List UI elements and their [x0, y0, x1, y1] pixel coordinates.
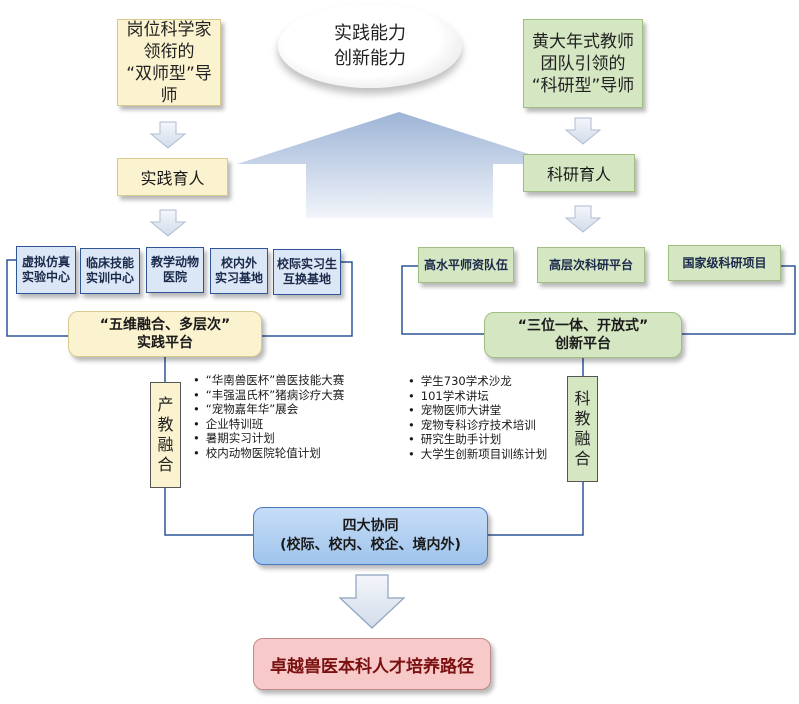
right-unit-label: 高层次科研平台 — [548, 257, 633, 272]
left-unit-teaching-hospital: 教学动物 医院 — [146, 247, 204, 293]
synergy-text: 四大协同 (校际、校内、校企、境内外) — [280, 518, 461, 553]
list-item: 大学生创新项目训练计划 — [408, 447, 568, 462]
center-oval: 实践能力 创新能力 — [278, 4, 462, 88]
final-path-box: 卓越兽医本科人才培养路径 — [253, 638, 491, 690]
list-item: 学生730学术沙龙 — [408, 374, 568, 389]
list-item: 校内动物医院轮值计划 — [193, 446, 368, 461]
left-unit-virtual-sim: 虚拟仿真 实验中心 — [16, 246, 76, 294]
left-unit-label: 校际实习生 互换基地 — [276, 257, 337, 286]
synergy-box: 四大协同 (校际、校内、校企、境内外) — [253, 507, 488, 565]
list-item: 企业特训班 — [193, 417, 368, 432]
left-unit-exchange-base: 校际实习生 互换基地 — [273, 249, 341, 295]
left-education-text: 实践育人 — [140, 169, 205, 188]
right-platform-text: “三位一体、开放式” 创新平台 — [517, 318, 649, 352]
left-integration-text: 产 教 融 合 — [157, 395, 174, 474]
right-down-arrow-1 — [564, 117, 602, 145]
right-down-arrow-2 — [564, 205, 602, 233]
left-education-box: 实践育人 — [117, 158, 228, 196]
list-item: 101学术讲坛 — [408, 389, 568, 404]
right-activity-list: 学生730学术沙龙 101学术讲坛 宠物医师大讲堂 宠物专科诊疗技术培训 研究生… — [408, 374, 568, 461]
right-integration-text: 科 教 融 合 — [574, 389, 591, 468]
list-item: “华南兽医杯”兽医技能大赛 — [193, 373, 368, 388]
list-item: “宠物嘉年华”展会 — [193, 402, 368, 417]
list-item: 研究生助手计划 — [408, 432, 568, 447]
left-mentor-box: 岗位科学家 领衔的 “双师型”导师 — [117, 19, 221, 106]
final-path-text: 卓越兽医本科人才培养路径 — [270, 656, 474, 677]
left-activity-list: “华南兽医杯”兽医技能大赛 “丰强温氏杯”猪病诊疗大赛 “宠物嘉年华”展会 企业… — [193, 373, 368, 460]
center-up-arrow — [237, 112, 560, 218]
list-item: “丰强温氏杯”猪病诊疗大赛 — [193, 388, 368, 403]
right-unit-faculty: 高水平师资队伍 — [418, 247, 514, 283]
left-unit-clinical-skills: 临床技能 实训中心 — [80, 248, 140, 294]
left-platform-text: “五维融合、多层次” 实践平台 — [99, 317, 231, 351]
left-unit-internship-base: 校内外 实习基地 — [210, 248, 268, 294]
list-item: 宠物医师大讲堂 — [408, 403, 568, 418]
left-down-arrow-1 — [149, 121, 187, 149]
right-education-text: 科研育人 — [546, 165, 611, 184]
list-item: 暑期实习计划 — [193, 431, 368, 446]
list-item: 宠物专科诊疗技术培训 — [408, 418, 568, 433]
left-mentor-text: 岗位科学家 领衔的 “双师型”导师 — [126, 19, 212, 106]
right-mentor-box: 黄大年式教师 团队引领的 “科研型”导师 — [523, 19, 643, 108]
left-unit-label: 校内外 实习基地 — [214, 256, 263, 285]
right-integration-label: 科 教 融 合 — [567, 376, 598, 482]
right-mentor-text: 黄大年式教师 团队引领的 “科研型”导师 — [531, 31, 635, 96]
right-units-bracket — [401, 265, 796, 335]
left-practice-platform: “五维融合、多层次” 实践平台 — [68, 311, 262, 357]
right-education-box: 科研育人 — [523, 154, 635, 192]
left-unit-label: 教学动物 医院 — [150, 255, 199, 284]
right-innovation-platform: “三位一体、开放式” 创新平台 — [484, 312, 682, 358]
left-unit-label: 虚拟仿真 实验中心 — [21, 255, 70, 284]
left-unit-label: 临床技能 实训中心 — [85, 256, 134, 285]
left-integration-label: 产 教 融 合 — [150, 382, 181, 488]
right-unit-label: 高水平师资队伍 — [423, 257, 508, 272]
left-units-bracket — [6, 259, 353, 337]
left-down-arrow-2 — [149, 209, 187, 237]
right-unit-label: 国家级科研项目 — [682, 255, 767, 270]
bottom-down-arrow — [338, 574, 406, 629]
center-oval-text: 实践能力 创新能力 — [334, 23, 406, 69]
right-unit-research-platform: 高层次科研平台 — [537, 247, 645, 283]
right-unit-national-projects: 国家级科研项目 — [668, 245, 781, 281]
